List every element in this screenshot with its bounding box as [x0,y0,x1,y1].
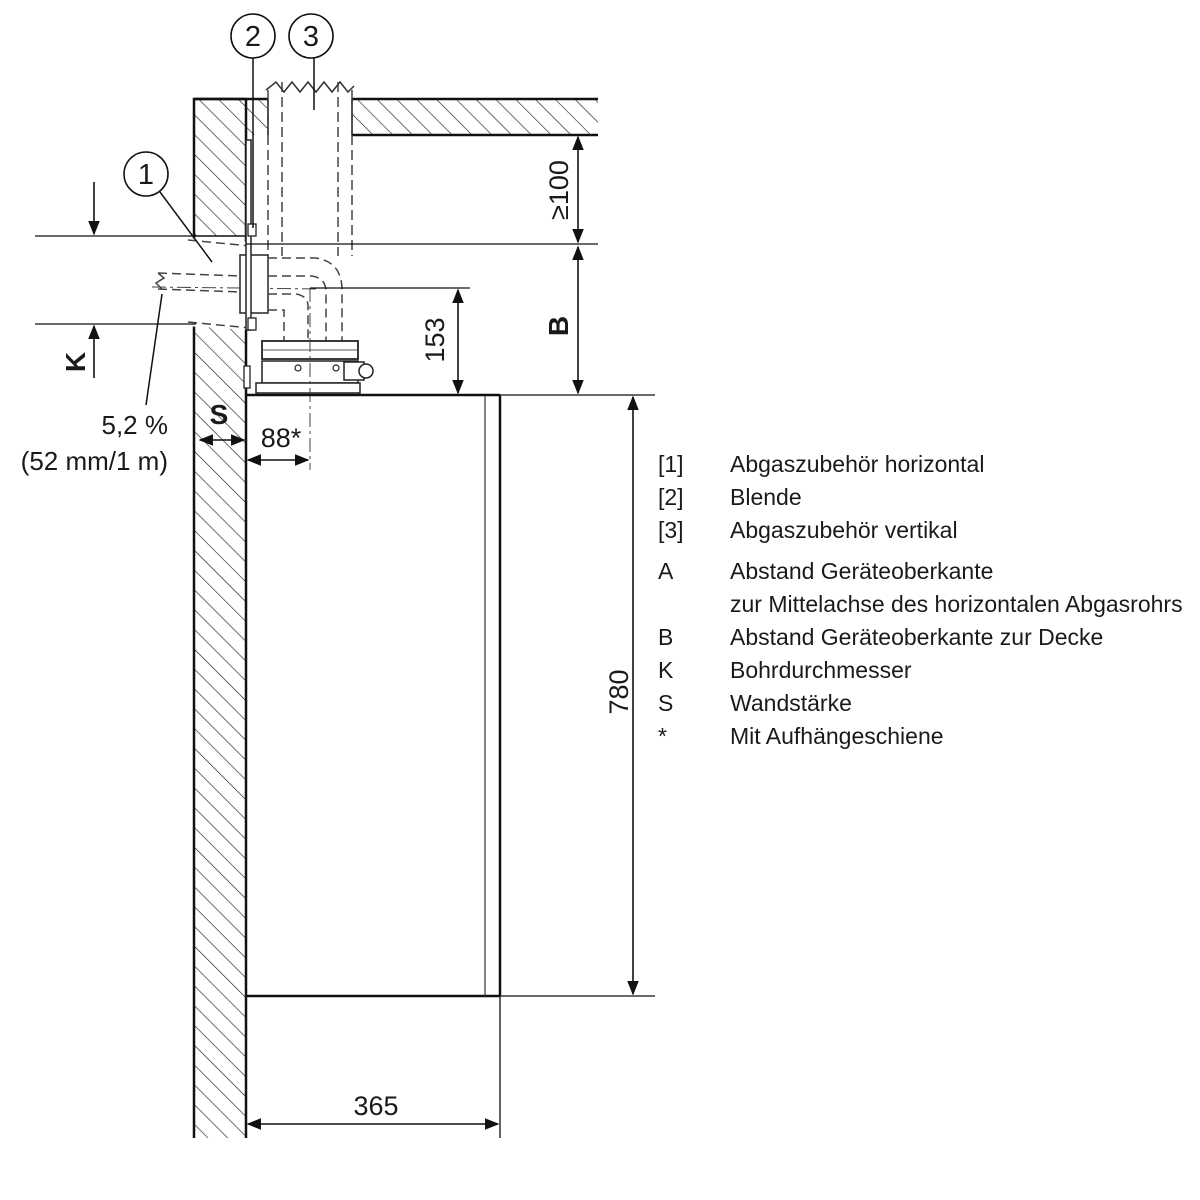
legend-item-k: K Bohrdurchmesser [658,654,1198,687]
legend-item-s: S Wandstärke [658,687,1198,720]
legend: [1] Abgaszubehör horizontal [2] Blende [… [658,448,1198,753]
legend-item-2: [2] Blende [658,481,1198,514]
callout-2-label: 2 [245,21,261,53]
dim-rail-offset: 88* [261,423,302,453]
slope-percent: 5,2 % [102,410,169,440]
appliance-body [246,393,502,998]
legend-text: Mit Aufhängeschiene [730,723,944,749]
wall [192,97,248,1138]
legend-item-a-continued: zur Mittelachse des horizontalen Abgasro… [658,588,1198,621]
legend-text: Abgaszubehör horizontal [730,451,985,477]
legend-key: [2] [658,484,684,510]
legend-key: S [658,690,674,716]
callout-2: 2 [230,13,276,59]
ceiling [194,97,598,137]
legend-text: Abstand Geräteoberkante [730,558,994,584]
dim-drill-diameter: K [60,352,91,372]
dim-wall-thickness: S [210,399,229,430]
legend-key: K [658,657,674,683]
dim-ceiling-clearance: ≥100 [544,160,574,220]
legend-text: zur Mittelachse des horizontalen Abgasro… [730,591,1183,617]
callout-3: 3 [288,13,334,59]
legend-item-1: [1] Abgaszubehör horizontal [658,448,1198,481]
legend-key: [1] [658,451,684,477]
legend-item-b: B Abstand Geräteoberkante zur Decke [658,621,1198,654]
callout-3-label: 3 [303,21,319,53]
legend-item-3: [3] Abgaszubehör vertikal [658,514,1198,547]
dim-height: 780 [604,669,634,714]
cover-plate [243,139,257,389]
legend-key: A [658,558,674,584]
legend-text: Wandstärke [730,690,852,716]
dimension-arrows [88,135,639,1130]
callout-1-label: 1 [138,159,154,191]
dim-depth: 365 [353,1091,398,1121]
legend-item-asterisk: * Mit Aufhängeschiene [658,720,1198,753]
legend-key: B [658,624,674,650]
legend-text: Abgaszubehör vertikal [730,517,958,543]
legend-text: Bohrdurchmesser [730,657,912,683]
horizontal-flue-pipe [151,238,343,345]
extension-lines [35,235,655,1138]
callout-1: 1 [123,151,169,197]
legend-key: * [658,723,667,749]
flue-connector [255,288,374,470]
dim-ceiling-distance: B [543,316,574,336]
legend-item-a: A Abstand Geräteoberkante [658,555,1198,588]
callout-leaders [145,56,315,406]
legend-text: Abstand Geräteoberkante zur Decke [730,624,1104,650]
legend-text: Blende [730,484,802,510]
dim-axis-distance: 153 [420,317,450,362]
slope-ratio: (52 mm/1 m) [21,446,168,476]
vertical-flue-pipe [265,80,355,256]
legend-key: [3] [658,517,684,543]
